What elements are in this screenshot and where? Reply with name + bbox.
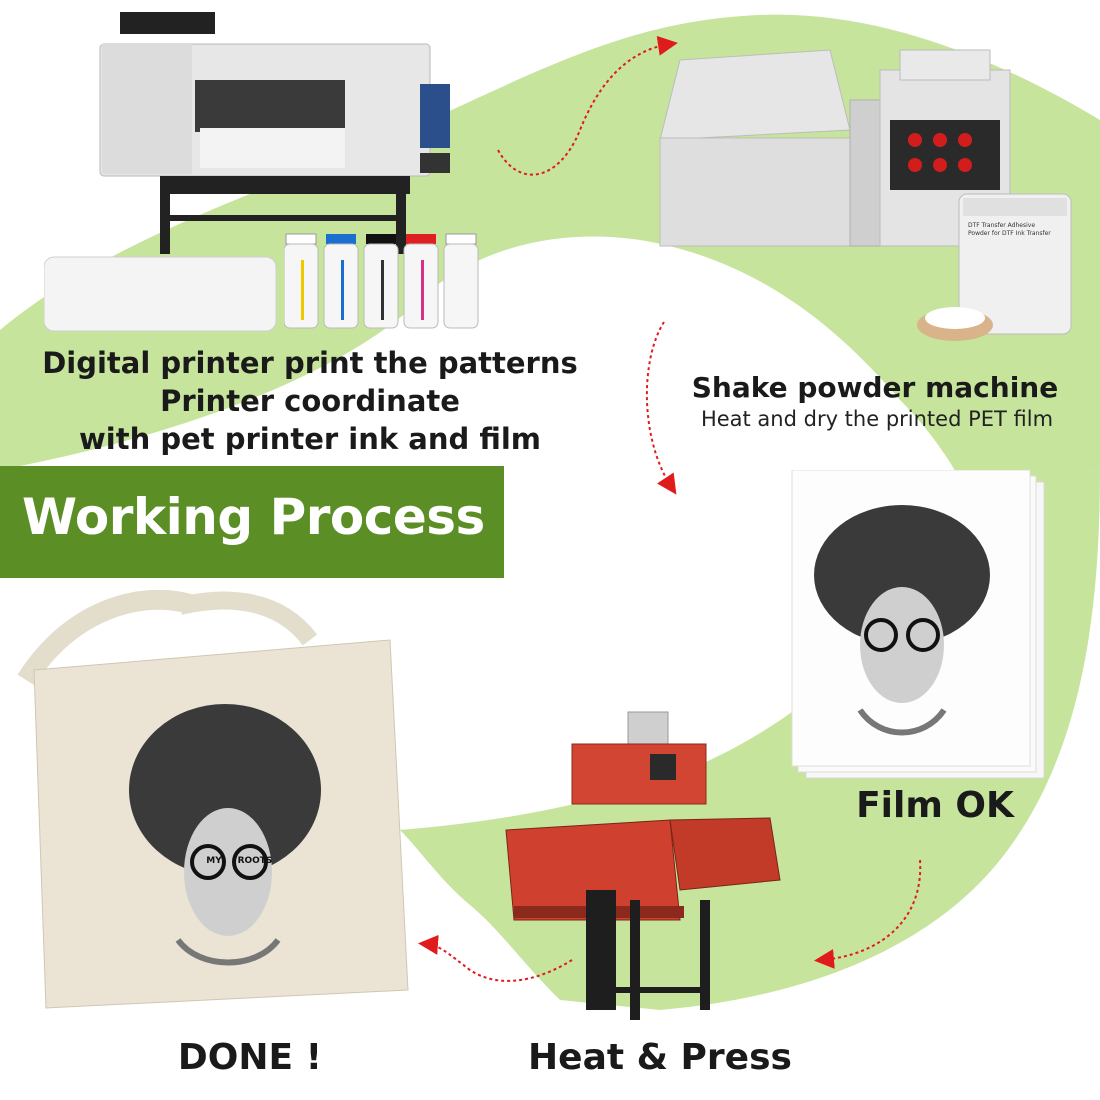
heat-press-caption: Heat & Press: [528, 1037, 792, 1078]
printer-caption-line3: with pet printer ink and film: [79, 422, 541, 456]
ink-bottles: [284, 233, 479, 329]
powder-bag-label-line1: DTF Transfer Adhesive: [968, 222, 1036, 229]
glasses-text-left: MY: [206, 856, 222, 866]
powder-bag-label: DTF Transfer Adhesive Powder for DTF Ink…: [968, 222, 1072, 238]
shake-powder-machine-image: [659, 49, 1011, 247]
arrow-film-to-press: [814, 859, 922, 969]
printer-caption: Digital printer print the patterns Print…: [40, 344, 580, 458]
printer-caption-line1: Digital printer print the patterns: [42, 346, 578, 380]
tote-bag-image: [17, 590, 409, 1009]
banner-title: Working Process: [22, 488, 485, 546]
arrow-shaker-to-film: [645, 321, 677, 495]
powder-bag-image: [917, 193, 1072, 341]
working-process-banner: Working Process: [0, 466, 504, 578]
arrow-printer-to-shaker: [497, 35, 678, 176]
heat-press-image: [505, 711, 781, 1020]
printed-film-sheets: [791, 470, 1045, 779]
shaker-caption-title: Shake powder machine: [691, 371, 1059, 404]
pet-film-roll: [44, 256, 277, 332]
glasses-text-right: ROOTS: [237, 856, 273, 866]
shaker-caption-subtitle: Heat and dry the printed PET film: [700, 407, 1054, 431]
dtf-printer-image: [99, 12, 450, 254]
arrow-press-to-tote: [418, 934, 573, 982]
film-ok-caption: Film OK: [856, 785, 1014, 826]
powder-bag-label-line2: Powder for DTF Ink Transfer: [968, 230, 1051, 237]
printer-caption-line2: Printer coordinate: [160, 384, 460, 418]
done-caption: DONE !: [177, 1037, 323, 1078]
